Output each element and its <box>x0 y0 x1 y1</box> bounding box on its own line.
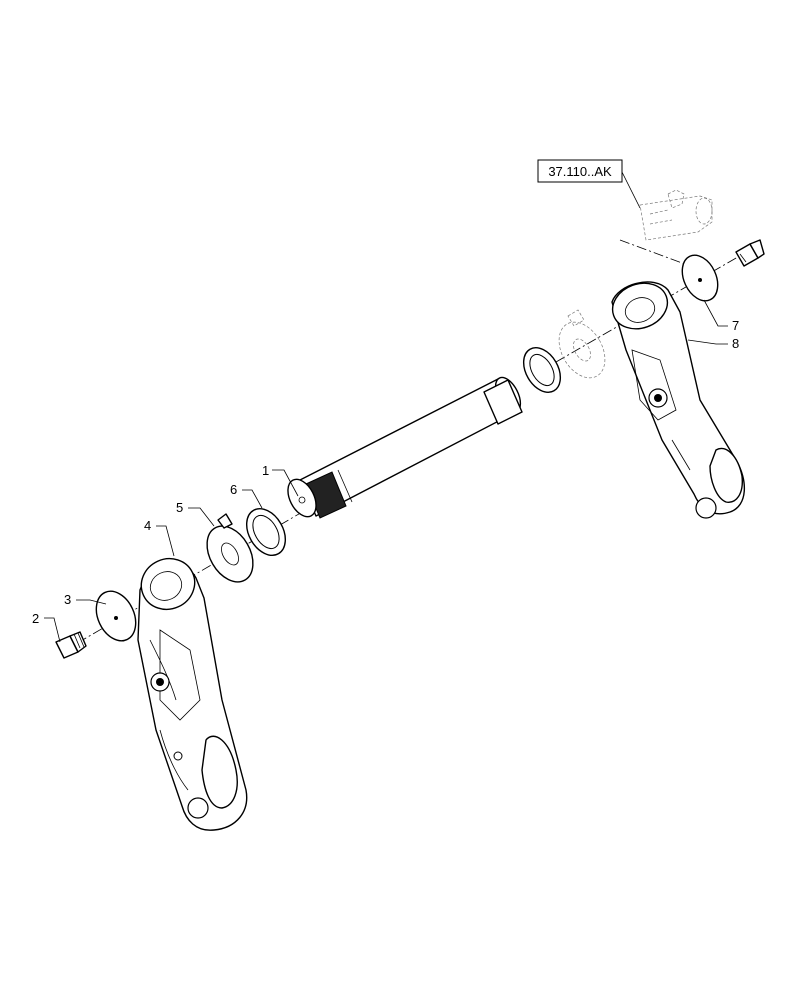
tab-washer-left[interactable] <box>198 513 263 590</box>
washer-left[interactable] <box>89 585 144 647</box>
callout-6: 6 <box>230 482 263 509</box>
callout-6-number: 6 <box>230 482 237 497</box>
bolt-left[interactable] <box>55 631 87 659</box>
callout-2: 2 <box>32 611 61 643</box>
callout-1: 1 <box>262 463 299 497</box>
lift-arm-right[interactable] <box>606 276 746 519</box>
callout-3: 3 <box>64 592 107 607</box>
callout-1-number: 1 <box>262 463 269 478</box>
reference-label: 37.110..AK <box>548 164 612 179</box>
shaft[interactable] <box>282 374 525 522</box>
washer-right[interactable] <box>675 249 724 306</box>
ghost-reference-component <box>619 189 713 267</box>
callout-2-number: 2 <box>32 611 39 626</box>
callout-7-number: 7 <box>732 318 739 333</box>
callout-8: 8 <box>687 336 739 351</box>
callout-8-number: 8 <box>732 336 739 351</box>
lift-arm-left[interactable] <box>133 550 248 831</box>
snap-ring-right[interactable] <box>516 341 568 399</box>
ghost-tab-washer-right <box>558 309 606 379</box>
bolt-right[interactable] <box>735 239 765 267</box>
callout-4-number: 4 <box>144 518 151 533</box>
callout-5-number: 5 <box>176 500 183 515</box>
reference-box[interactable]: 37.110..AK <box>537 159 641 209</box>
snap-ring-left[interactable] <box>239 502 293 562</box>
callout-7: 7 <box>703 299 739 333</box>
callout-4: 4 <box>144 518 175 557</box>
callout-5: 5 <box>176 500 215 527</box>
callout-3-number: 3 <box>64 592 71 607</box>
